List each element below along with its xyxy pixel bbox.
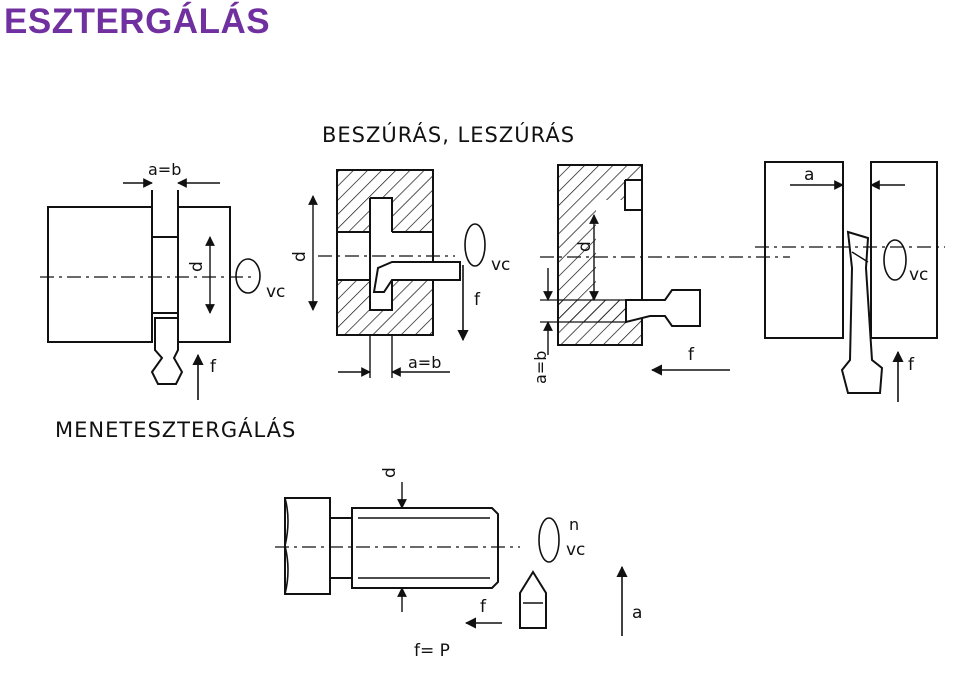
fig5-n-label: n xyxy=(569,515,579,534)
fig3-f-label: f xyxy=(688,345,695,365)
fig4-f-label: f xyxy=(908,355,915,375)
fig1-d-label: d xyxy=(187,261,207,272)
fig5-d-label: d xyxy=(380,467,400,478)
fig1-vc-label: vc xyxy=(266,282,285,302)
fig2-vc-label: vc xyxy=(491,255,510,275)
fig2-f-label: f xyxy=(474,290,481,310)
threading-figure xyxy=(275,482,628,636)
slide-title: ESZTERGÁLÁS xyxy=(4,2,271,41)
fig1-ab-label: a=b xyxy=(148,160,181,179)
fig3-ab-label: a=b xyxy=(531,351,550,384)
internal-grooving-figure xyxy=(308,169,486,378)
threading-header: MENETESZTERGÁLÁS xyxy=(55,417,296,442)
fig5-f-label: f xyxy=(480,597,487,617)
fig4-a-label: a xyxy=(804,165,814,185)
grooving-figure xyxy=(40,178,261,400)
parting-figure xyxy=(755,161,945,402)
fig5-vc-label: vc xyxy=(566,540,585,560)
fig4-vc-label: vc xyxy=(909,265,928,285)
fig2-ab-label: a=b xyxy=(408,353,441,372)
fig3-d-label: d xyxy=(575,241,595,252)
fig5-a-label: a xyxy=(632,603,642,623)
fig1-f-label: f xyxy=(210,357,217,377)
face-grooving-figure xyxy=(540,164,790,376)
fig5-pitch-label: f= P xyxy=(414,641,450,661)
fig2-d-label: d xyxy=(290,251,310,262)
grooving-header: BESZÚRÁS, LESZÚRÁS xyxy=(322,122,575,147)
